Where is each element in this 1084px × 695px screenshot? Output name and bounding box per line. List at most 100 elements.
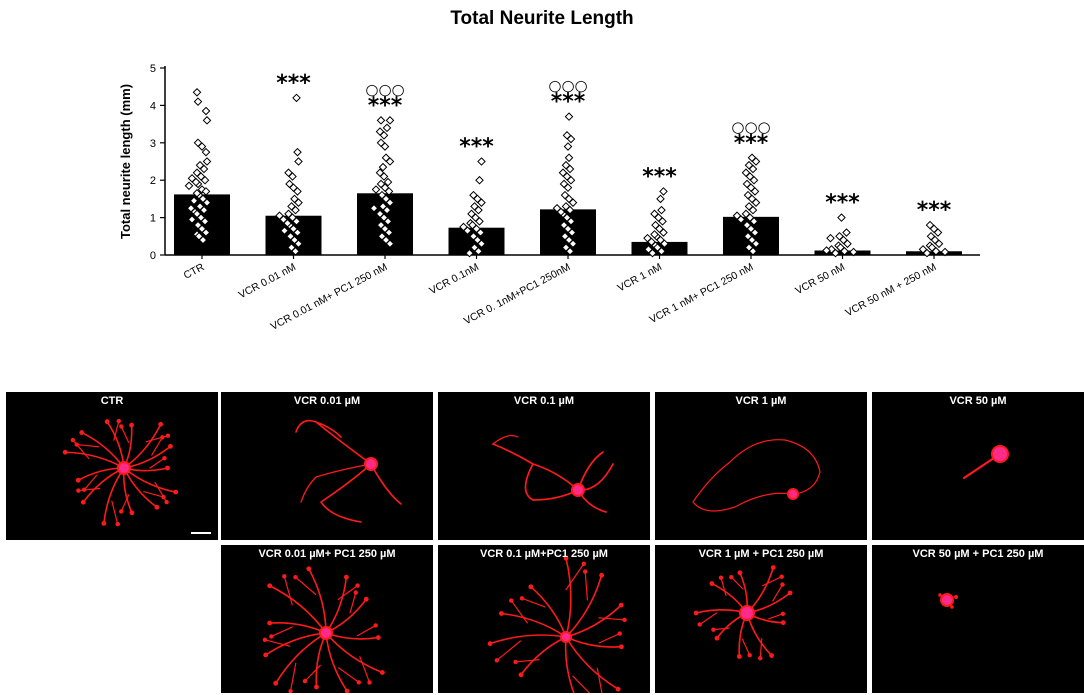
data-point [749, 217, 759, 226]
neuron-image [692, 439, 821, 512]
data-point [933, 228, 943, 237]
data-point [202, 157, 212, 166]
data-point [187, 215, 197, 224]
data-point [200, 175, 210, 185]
scale-bar [191, 532, 211, 534]
chart-title: Total Neurite Length [450, 8, 633, 29]
panel-label: VCR 1 µM [735, 395, 787, 407]
data-point [293, 147, 302, 157]
data-point [748, 164, 758, 174]
data-point [293, 228, 302, 237]
data-point [648, 248, 657, 258]
neuron-image [693, 565, 793, 661]
data-point [465, 248, 474, 258]
y-tick-label: 0 [150, 250, 156, 262]
data-point [198, 235, 208, 245]
data-point [934, 239, 944, 249]
x-tick-label: CTR [182, 261, 207, 282]
significance-stars: *** [642, 164, 677, 189]
significance-circles: ○○○ [365, 80, 404, 98]
data-point [382, 123, 392, 133]
data-point [750, 228, 760, 237]
data-point [275, 211, 284, 221]
data-point [202, 198, 212, 207]
data-point [384, 228, 394, 237]
micrograph-panel: VCR 50 µM + PC1 250 µM [871, 544, 1084, 694]
data-point [192, 88, 202, 97]
panel-label: VCR 0.01 µM [293, 395, 361, 407]
significance-stars: *** [825, 191, 860, 216]
neuron-image [487, 555, 627, 693]
data-point [563, 183, 573, 192]
data-point [563, 142, 573, 151]
micrograph-panel: CTR [5, 391, 219, 541]
neuron-image [492, 434, 614, 513]
data-points-group [732, 153, 761, 256]
significance-circles: ○○○ [731, 118, 770, 136]
neuron-image [62, 418, 211, 534]
panel-label: VCR 0.01 µM+ PC1 250 µM [258, 548, 396, 560]
data-point [657, 205, 666, 215]
micrograph-panel: VCR 0.01 µM [220, 391, 434, 541]
data-point [197, 185, 207, 194]
data-point [565, 164, 575, 174]
micrograph-panel: VCR 50 µM [871, 391, 1084, 541]
data-point [384, 187, 394, 196]
x-tick-label: VCR 0.01 nM [237, 261, 298, 301]
data-point [657, 246, 666, 256]
data-point [192, 188, 202, 198]
data-point [840, 246, 849, 256]
data-point [564, 112, 574, 121]
micrograph-panel: VCR 0.1 µM+PC1 250 µM [437, 544, 651, 694]
data-point [379, 131, 389, 140]
data-point [565, 246, 575, 256]
data-point [556, 207, 566, 217]
data-point [566, 217, 576, 226]
data-point [383, 217, 393, 226]
data-point [294, 157, 303, 166]
micrograph-panel: VCR 0.01 µM+ PC1 250 µM [220, 544, 434, 694]
data-point [822, 246, 831, 255]
data-point [940, 247, 950, 257]
data-point [736, 215, 746, 224]
data-points-group [552, 112, 578, 256]
neuron-image [962, 445, 1009, 480]
data-point [191, 177, 201, 187]
data-point [193, 97, 203, 106]
data-point [294, 198, 303, 207]
data-point [382, 205, 392, 215]
panel-label: VCR 0.1 µM [513, 395, 575, 407]
bar [357, 193, 413, 255]
data-point [650, 230, 659, 239]
data-point [659, 228, 668, 237]
panel-label: VCR 50 µM [949, 395, 1007, 407]
data-point [283, 218, 292, 228]
data-point [748, 205, 758, 215]
data-point [201, 106, 211, 116]
data-point [837, 213, 846, 222]
data-point [385, 198, 395, 207]
data-point [474, 205, 483, 215]
significance-stars: *** [734, 131, 769, 156]
data-point [477, 198, 486, 207]
data-point [659, 187, 668, 196]
data-point [199, 164, 209, 174]
y-tick-label: 2 [150, 175, 156, 187]
data-point [293, 187, 302, 196]
panel-label: CTR [100, 395, 124, 407]
data-point [568, 198, 578, 207]
data-point [385, 157, 395, 166]
neuron-image [262, 566, 385, 693]
data-points-group [459, 157, 486, 258]
data-points-group [275, 93, 303, 256]
data-point [566, 134, 576, 144]
data-point [378, 162, 388, 172]
data-point [568, 239, 578, 249]
y-tick-label: 3 [150, 138, 156, 150]
data-point [476, 228, 485, 237]
data-points-group [643, 187, 669, 258]
data-point [288, 172, 297, 181]
data-point [292, 93, 301, 103]
micrograph-panel: VCR 1 µM + PC1 250 µM [654, 544, 868, 694]
